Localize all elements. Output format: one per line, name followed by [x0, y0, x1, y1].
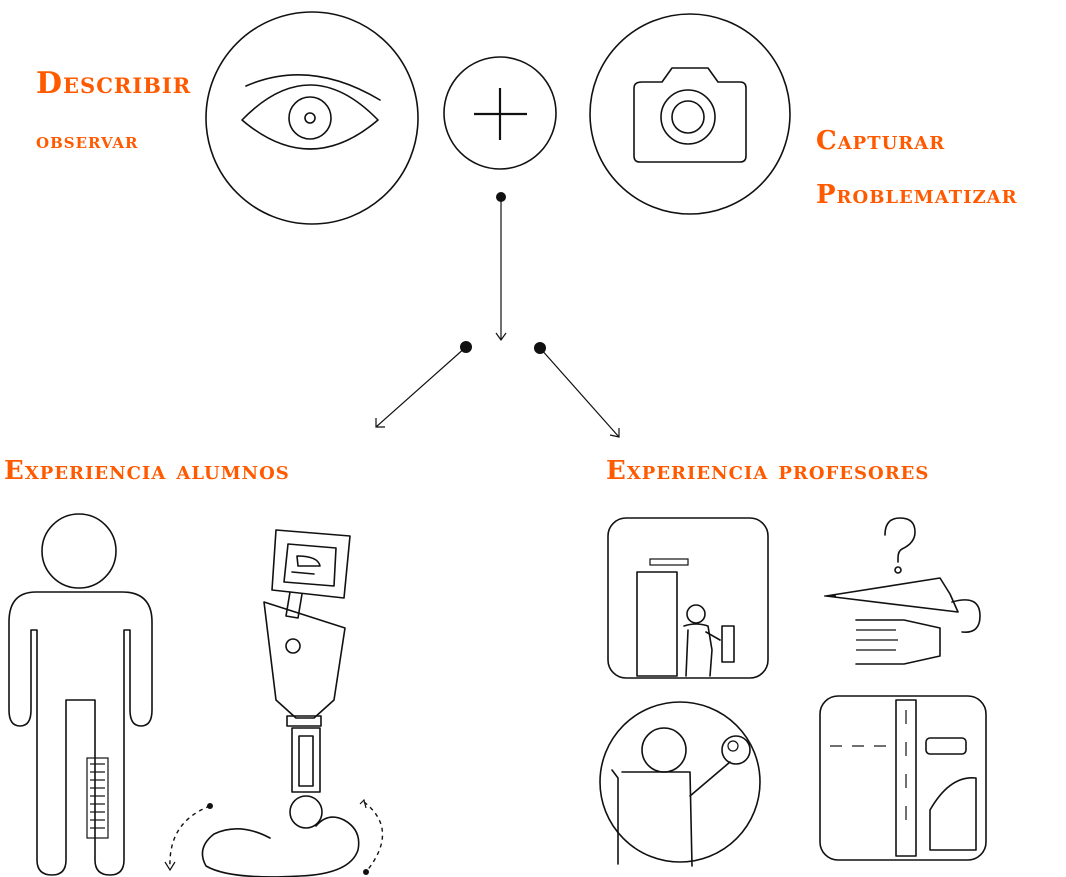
label-describir: Describir [36, 66, 192, 101]
student-figure-icon [8, 513, 153, 876]
label-observar: observar [36, 128, 139, 153]
road-car-icon [819, 695, 987, 861]
person-mirror-icon [599, 701, 761, 867]
flow-connector [375, 192, 620, 438]
label-experiencia-alumnos: Experiencia alumnos [4, 456, 290, 486]
label-capturar: Capturar [816, 126, 946, 156]
umbrella-question-icon [824, 517, 981, 665]
elevator-icon [607, 517, 769, 679]
eye-icon [205, 11, 419, 225]
camera-icon [589, 13, 791, 215]
prosthetic-leg-icon [164, 529, 384, 877]
plus-icon [443, 56, 557, 170]
label-problematizar: Problematizar [816, 180, 1018, 210]
label-experiencia-profesores: Experiencia profesores [606, 456, 930, 486]
